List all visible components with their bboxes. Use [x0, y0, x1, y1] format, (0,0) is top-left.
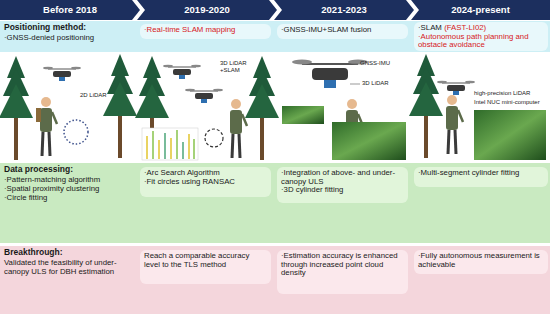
content-box: ·SLAM(FAST-LI02)·Autonomous path plannin…: [414, 22, 548, 51]
band-first-column: Data processing:·Pattern-matching algori…: [4, 165, 134, 241]
row-text: ·Spatial proximity clustering: [4, 185, 134, 194]
category-band: Positioning method:·GNSS-denied position…: [0, 21, 550, 52]
period-label: 2024-present: [411, 0, 550, 20]
cell-text: ·SLAM: [418, 23, 442, 32]
cell-text: ·Multi-segment cylinder fitting: [418, 169, 544, 178]
row-heading: Breakthrough:: [4, 248, 134, 258]
figure-label: GNSS-IMU: [360, 60, 400, 67]
content-box: Reach a comparable accuracy level to the…: [140, 250, 271, 284]
cell-text: Reach a comparable accuracy level to the…: [144, 252, 267, 269]
row-text: ·Pattern-matching algorithm: [4, 176, 134, 185]
cell-text: ·Integration of above- and under-canopy …: [281, 169, 404, 186]
cell-text: ·Arc Search Algorithm: [144, 169, 267, 178]
row-text: Validated the feasibility of under-canop…: [4, 259, 134, 277]
row-heading: Data processing:: [4, 165, 134, 175]
period-chevron: 2024-present: [411, 0, 550, 20]
period-label: 2021-2023: [274, 0, 414, 20]
category-band: Breakthrough:Validated the feasibility o…: [0, 246, 550, 314]
content-box: ·Fully autonomous measurement is achieva…: [414, 250, 548, 274]
period-chevron: Before 2018: [0, 0, 140, 20]
content-box: ·Estimation accuracy is enhanced through…: [277, 250, 408, 294]
row-text: ·GNSS-denied positioning: [4, 34, 134, 43]
cell-text: ·Real-time SLAM mapping: [144, 26, 267, 35]
cell-text: ·3D cylinder fitting: [281, 186, 404, 195]
content-box: ·Arc Search Algorithm·Fit circles using …: [140, 167, 271, 197]
cell-text: ·GNSS-IMU+SLAM fusion: [281, 26, 404, 35]
cell-text: ·Estimation accuracy is enhanced through…: [281, 252, 404, 278]
band-first-column: Positioning method:·GNSS-denied position…: [4, 23, 134, 50]
band-first-column: Breakthrough:Validated the feasibility o…: [4, 248, 134, 312]
period-chevron: 2019-2020: [137, 0, 277, 20]
figure-label: 3D LiDAR: [362, 80, 402, 87]
cell-text: (FAST-LI02): [444, 23, 486, 32]
figure-label: 3D LiDAR +SLAM: [220, 60, 254, 73]
cell-text: ·Fully autonomous measurement is achieva…: [418, 252, 544, 269]
cell-text: ·Autonomous path planning and obstacle a…: [418, 33, 544, 50]
content-box: ·Multi-segment cylinder fitting: [414, 167, 548, 187]
content-box: ·GNSS-IMU+SLAM fusion: [277, 24, 408, 39]
period-chevron: 2021-2023: [274, 0, 414, 20]
period-label: 2019-2020: [137, 0, 277, 20]
row-text: ·Circle fitting: [4, 194, 134, 203]
row-heading: Positioning method:: [4, 23, 134, 33]
figure-label: high-precision LiDAR: [474, 90, 548, 97]
category-band: Data processing:·Pattern-matching algori…: [0, 163, 550, 243]
content-box: ·Integration of above- and under-canopy …: [277, 167, 408, 203]
figure-label: Intel NUC mini-computer: [474, 99, 548, 106]
period-label: Before 2018: [0, 0, 140, 20]
content-box: ·Real-time SLAM mapping: [140, 24, 271, 39]
figure-label: 2D LiDAR: [80, 92, 120, 99]
cell-text: ·Fit circles using RANSAC: [144, 178, 267, 187]
text-line: ·SLAM(FAST-LI02): [418, 24, 544, 33]
